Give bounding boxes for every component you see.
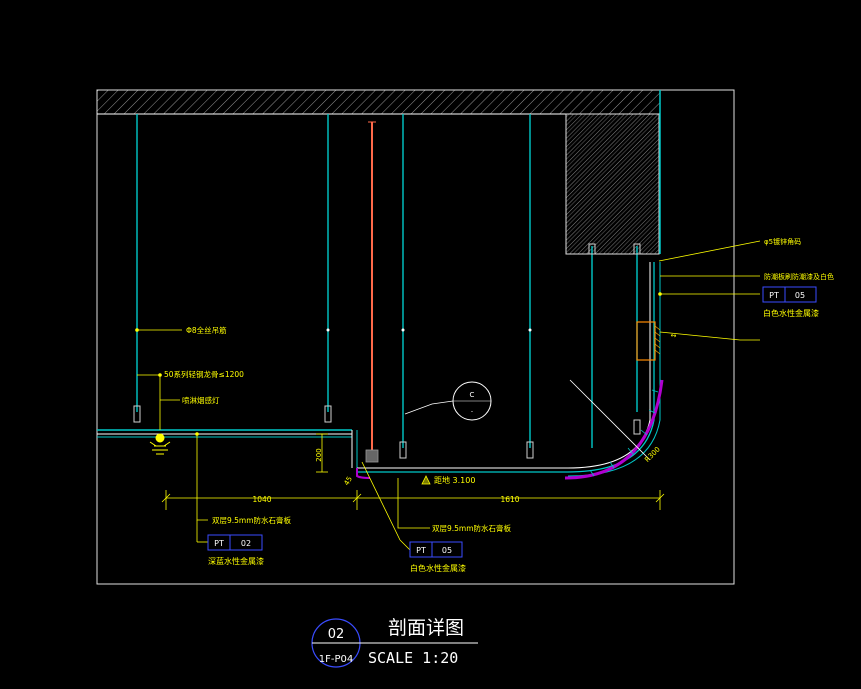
title-block: 02 1F-P04 剖面详图 SCALE 1:20 bbox=[311, 617, 478, 668]
tag-description: 白色水性金属漆 bbox=[410, 563, 466, 573]
moisture-board-texture bbox=[654, 325, 661, 355]
leader-lines bbox=[137, 240, 761, 541]
dim-right-value: 1610 bbox=[500, 495, 519, 504]
title-number: 02 bbox=[328, 627, 345, 642]
elevation-marker bbox=[421, 475, 431, 485]
callout-sheet: - bbox=[471, 408, 473, 415]
label-bottom-board-right: 双层9.5mm防水石膏板 bbox=[432, 523, 512, 533]
tag-code: PT bbox=[416, 546, 426, 555]
tag-code: PT bbox=[769, 291, 779, 300]
finish-tag-pt05-bottom: PT 05 白色水性金属漆 bbox=[399, 539, 466, 573]
label-elevation: 距地 3.100 bbox=[434, 475, 475, 485]
dim-left-value: 1040 bbox=[252, 495, 271, 504]
detail-callout: C - bbox=[404, 381, 492, 421]
dimension-lines bbox=[161, 433, 665, 510]
label-radius: R300 bbox=[643, 445, 662, 464]
title-text: 剖面详图 bbox=[388, 617, 464, 639]
concrete-beam bbox=[565, 90, 661, 255]
moisture-board bbox=[636, 321, 656, 361]
label-small-dim: 45 bbox=[343, 475, 354, 487]
pipe-line bbox=[365, 121, 379, 463]
tag-description: 深蓝水性金属漆 bbox=[208, 556, 264, 566]
tag-number: 05 bbox=[442, 546, 452, 555]
concrete-slab bbox=[96, 89, 661, 115]
label-sprinkler: 喷淋烟感灯 bbox=[182, 395, 220, 405]
leader-dots bbox=[135, 292, 662, 436]
label-main-keel: 50系列轻钢龙骨≤1200 bbox=[164, 369, 244, 379]
paint-finish-curve bbox=[564, 379, 664, 480]
lower-ceiling-board bbox=[357, 262, 661, 477]
label-bottom-board-left: 双层9.5mm防水石膏板 bbox=[212, 515, 292, 525]
label-angle-code: φ5镀锌角码 bbox=[764, 237, 801, 246]
label-moisture-board: 防潮板刷防潮漆及白色 bbox=[764, 272, 834, 281]
curve-ribs bbox=[589, 389, 659, 477]
tag-code: PT bbox=[214, 539, 224, 548]
callout-letter: C bbox=[470, 391, 475, 399]
finish-tag-pt05-right: PT 05 白色水性金属漆 bbox=[762, 286, 819, 318]
finish-tag-pt02: PT 02 深蓝水性金属漆 bbox=[196, 520, 264, 566]
label-height-dim: 200 bbox=[315, 448, 323, 461]
radius-line bbox=[569, 379, 651, 461]
tag-number: 05 bbox=[795, 291, 805, 300]
paint-finish-left bbox=[356, 468, 371, 479]
tag-description: 白色水性金属漆 bbox=[763, 308, 819, 318]
tag-number: 02 bbox=[241, 539, 251, 548]
label-steel-rod: Φ8全丝吊筋 bbox=[186, 325, 227, 335]
sprinkler-icon bbox=[149, 433, 171, 455]
title-sheet: 1F-P04 bbox=[319, 654, 353, 665]
title-scale: SCALE 1:20 bbox=[368, 649, 458, 667]
left-ceiling-board bbox=[97, 429, 358, 468]
hanger-connectors bbox=[133, 243, 641, 459]
dim-side-value: ↕ bbox=[670, 332, 679, 339]
